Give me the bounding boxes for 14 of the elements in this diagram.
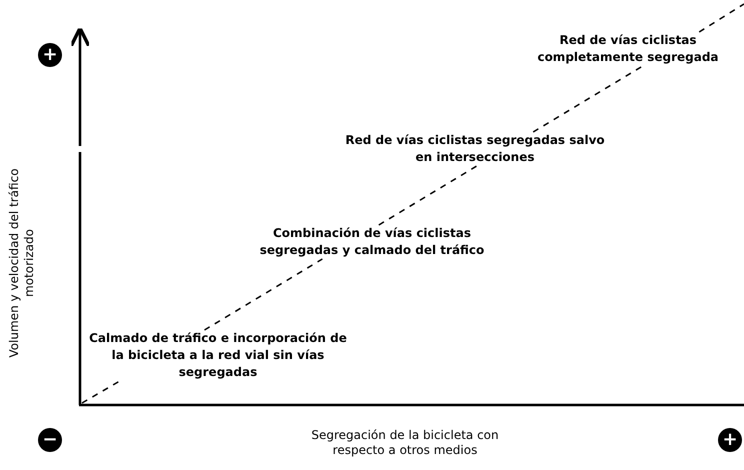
dashed-connector [378,165,478,226]
stage-label: Red de vías ciclistas completamente segregada [520,32,736,66]
minus-sign: − [38,428,62,452]
dashed-connector [82,380,120,404]
dashed-connector [204,258,323,331]
stage-label: Combinación de vías ciclistas segregadas y calmado del tráfico [232,225,512,259]
plus-sign: + [38,43,62,67]
dashed-connector [698,3,744,33]
stage-label: Calmado de tráfico e incorporación de la bicicleta a la red vial sin vías segregadas [88,330,348,381]
stage-label: Red de vías ciclistas segregadas salvo en intersecciones [340,132,610,166]
plus-sign: + [718,428,742,452]
axis-title: Segregación de la bicicleta con respecto a otros medios [310,428,500,458]
axis-title: Volumen y velocidad del tráfico motorizado [7,167,37,360]
dashed-connector [532,65,644,133]
